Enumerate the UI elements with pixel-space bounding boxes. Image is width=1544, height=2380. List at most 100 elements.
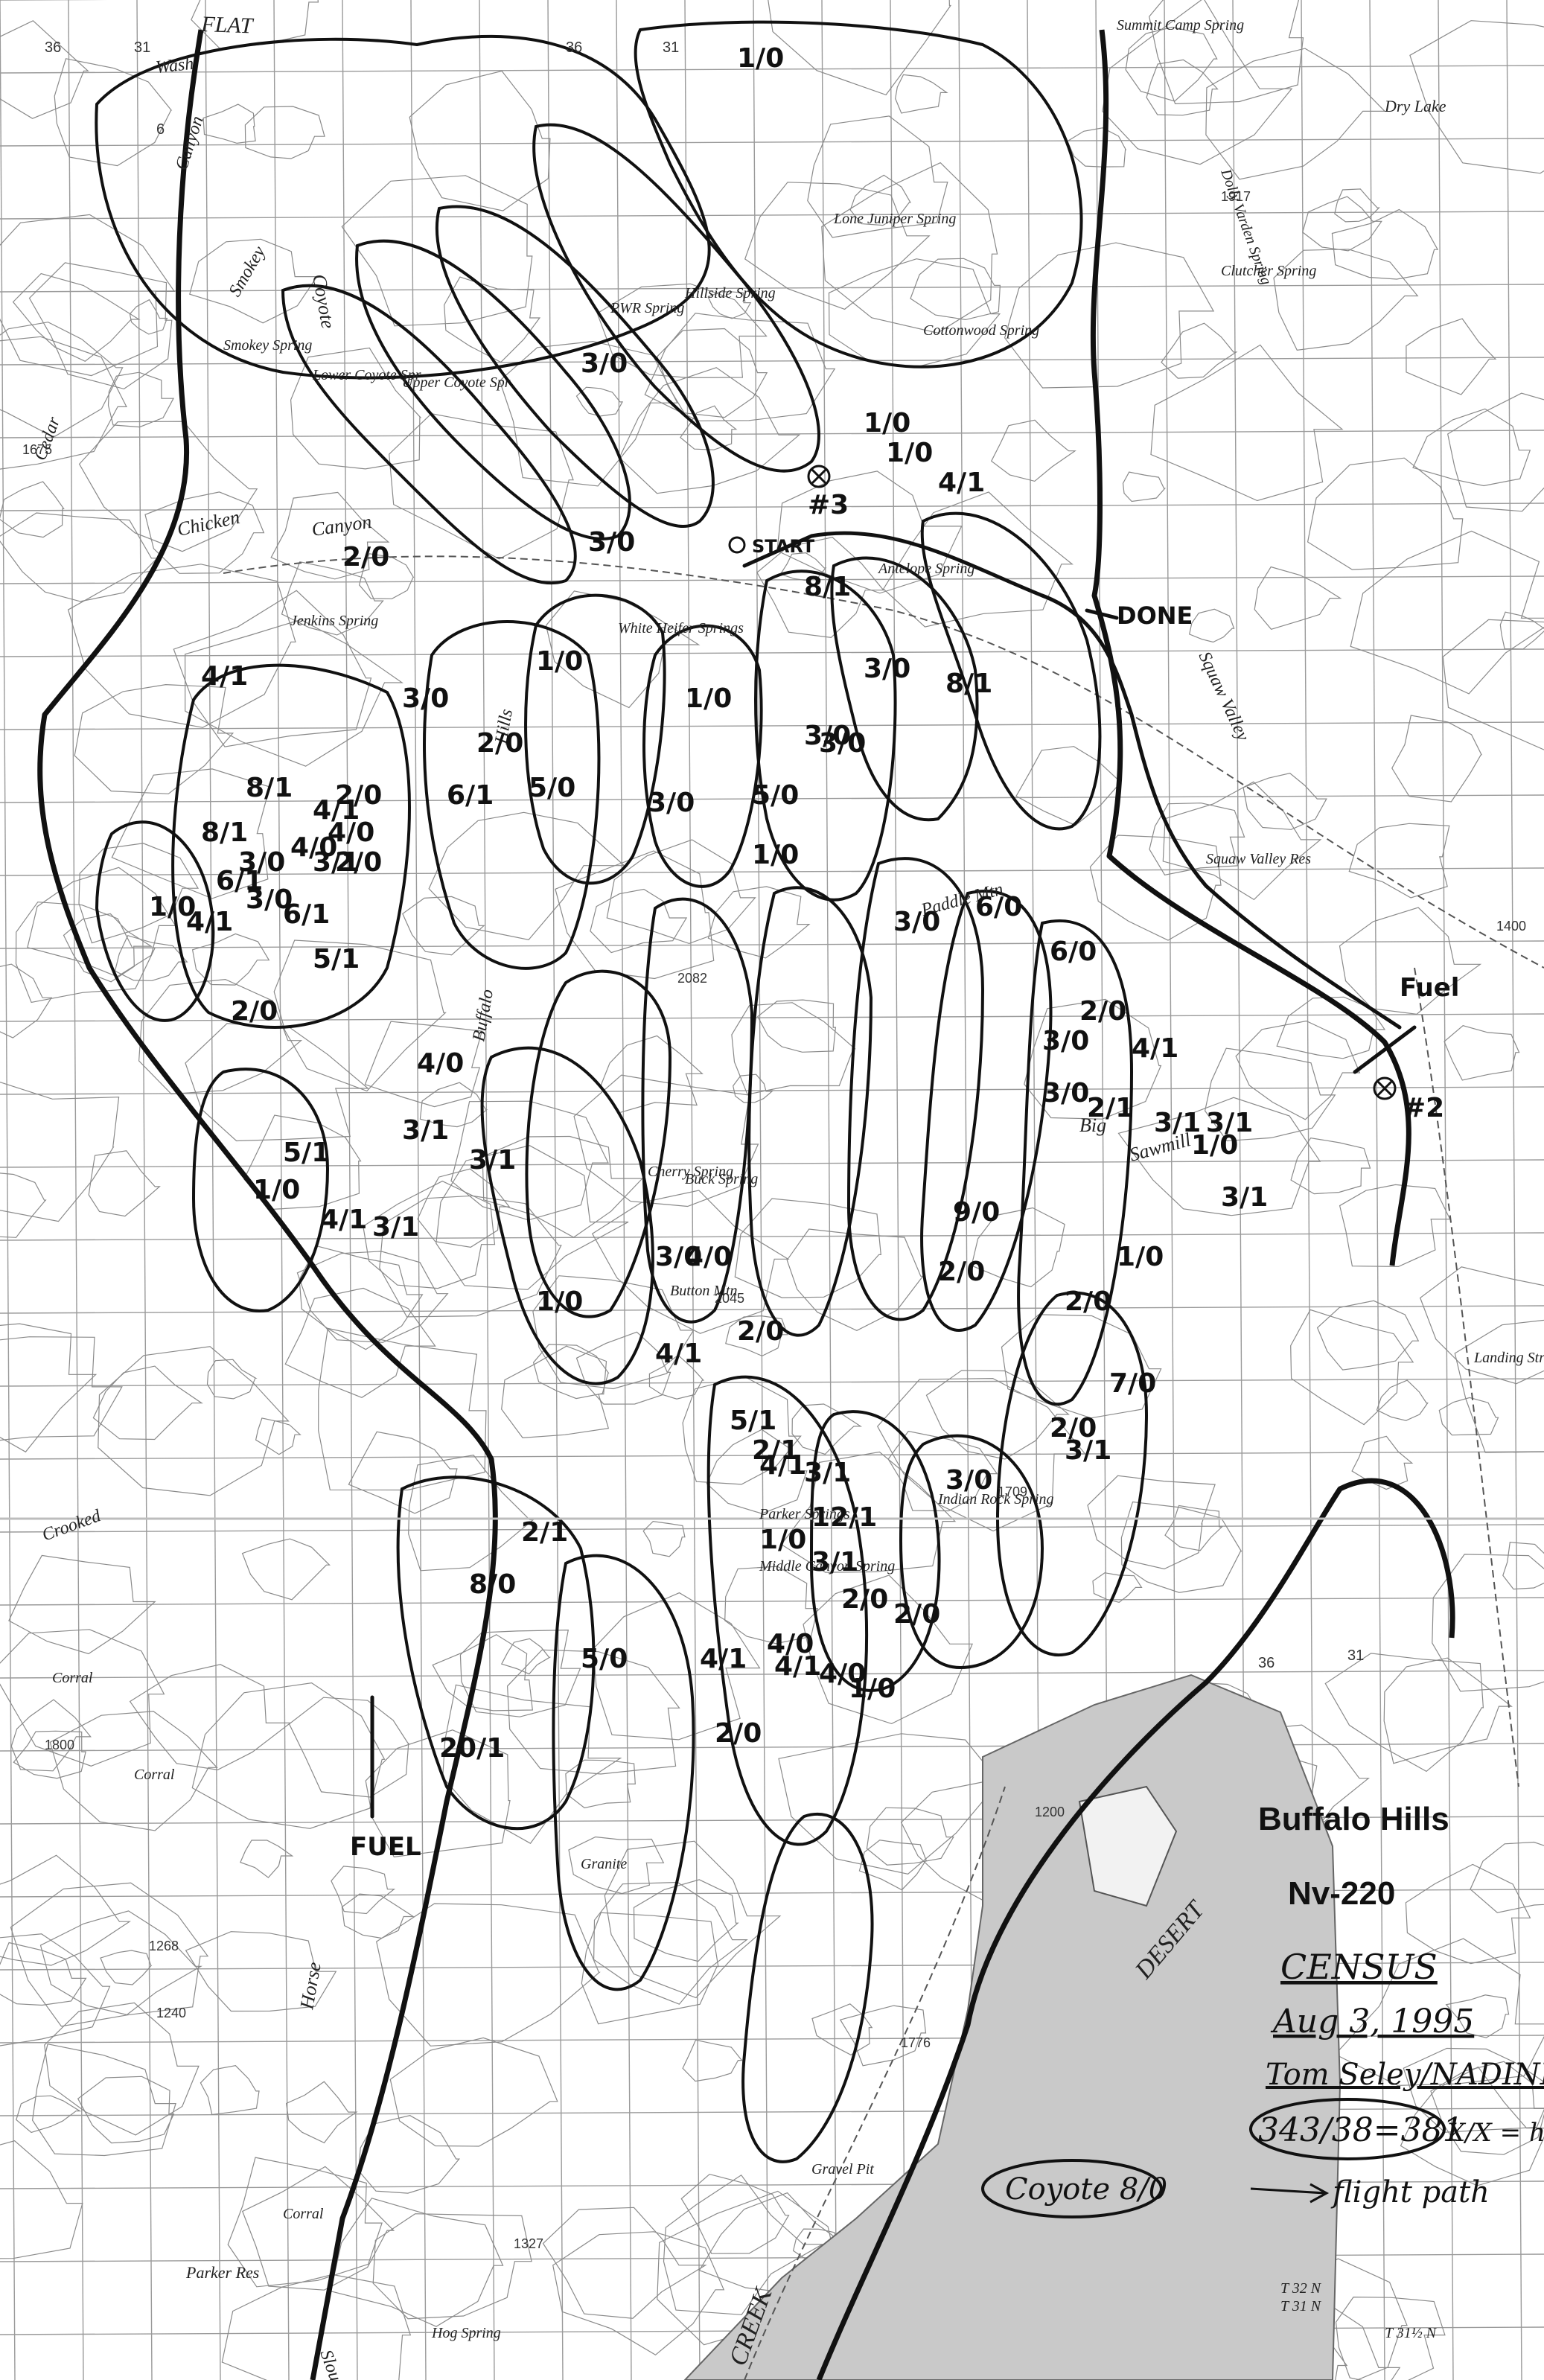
place-label-parker-res: Parker Res xyxy=(185,2263,259,2282)
contour-line xyxy=(0,1854,131,1966)
contour-line xyxy=(858,1840,928,1891)
horse-count-c34: 1/0 xyxy=(149,892,196,922)
contour-line xyxy=(13,1730,86,1779)
contour-line xyxy=(552,2231,725,2356)
contour-line xyxy=(12,272,141,362)
flight-key-arrow-icon xyxy=(1250,2183,1330,2204)
contour-line xyxy=(28,262,173,390)
contour-line xyxy=(1391,715,1482,803)
contour-line xyxy=(1334,188,1380,223)
contour-line xyxy=(1334,1938,1544,2087)
contour-line xyxy=(78,843,200,944)
horse-count-c72: 3/1 xyxy=(804,1458,851,1488)
contour-line xyxy=(330,2198,504,2327)
horse-count-c89: 2/0 xyxy=(715,1718,762,1749)
contour-line xyxy=(296,1251,449,1343)
contour-line xyxy=(0,20,89,119)
contour-line xyxy=(285,2081,358,2144)
contour-line xyxy=(756,537,884,639)
route-to-done xyxy=(1085,608,1119,620)
contour-line xyxy=(1403,2047,1544,2133)
place-label-antelope: Antelope Spring xyxy=(877,561,974,577)
section-number-s7: 31 xyxy=(1347,1647,1364,1664)
horse-count-c43: 3/0 xyxy=(1042,1026,1089,1056)
contour-line xyxy=(1146,59,1219,116)
contour-line xyxy=(0,1629,165,1767)
contour-line xyxy=(895,74,948,114)
horse-count-c52: 4/0 xyxy=(417,1048,464,1079)
place-label-indian-rock: Indian Rock Spring xyxy=(937,1491,1054,1508)
contour-line xyxy=(990,419,1076,482)
contour-line xyxy=(273,939,447,1092)
contour-line xyxy=(1092,1572,1143,1603)
contour-line xyxy=(882,491,1074,628)
horse-count-c20: 5/0 xyxy=(752,780,799,811)
horse-count-c80: 4/0 xyxy=(767,1629,814,1659)
contour-line xyxy=(0,1336,123,1441)
contour-line xyxy=(1276,996,1386,1059)
horse-count-c87: 1/0 xyxy=(849,1674,896,1704)
horse-count-c53: 3/1 xyxy=(469,1145,516,1175)
contour-line xyxy=(16,2095,82,2134)
horse-count-c19: 3/0 xyxy=(648,788,695,818)
contour-line xyxy=(1502,1542,1544,1590)
place-label-clutcher: Clutcher Spring xyxy=(1221,263,1316,279)
fuel-label-east: Fuel xyxy=(1400,973,1459,1003)
contour-line xyxy=(575,1331,671,1405)
grid-line xyxy=(0,867,1544,876)
contour-line xyxy=(288,1697,409,1798)
contour-line xyxy=(734,1198,881,1298)
grid-line xyxy=(821,0,838,2380)
contour-line xyxy=(744,182,931,310)
place-label-button-mtn: Button Mtn xyxy=(670,1283,738,1299)
horse-count-c27: 2/0 xyxy=(335,847,382,878)
horse-count-c61: 2/0 xyxy=(938,1257,985,1287)
road-a xyxy=(223,555,1544,969)
contour-line xyxy=(706,1429,808,1514)
coyote-count: Coyote 8/0 xyxy=(1005,2172,1167,2207)
horse-count-c48: 3/1 xyxy=(1206,1108,1253,1138)
contour-line xyxy=(284,1287,436,1398)
grid-line xyxy=(0,357,1544,366)
contour-line xyxy=(1087,1475,1216,1570)
start-marker-icon xyxy=(728,536,746,554)
contour-line xyxy=(1024,998,1162,1120)
contour-line xyxy=(100,1950,153,1985)
contour-line xyxy=(98,1346,290,1496)
fuel-label-south: FUEL xyxy=(350,1832,421,1862)
grid-line xyxy=(890,0,906,2380)
horse-count-c74: 1/0 xyxy=(759,1525,806,1555)
contour-line xyxy=(357,2115,461,2194)
contour-line xyxy=(1205,48,1386,180)
horse-count-c59: 4/0 xyxy=(685,1242,732,1272)
contour-line xyxy=(807,115,948,238)
contour-line xyxy=(642,1520,686,1557)
grid-line xyxy=(0,1086,1544,1095)
horse-count-c45: 3/0 xyxy=(1042,1078,1089,1108)
horse-count-c46: 2/1 xyxy=(1087,1093,1134,1123)
census-date: Aug 3, 1995 xyxy=(1270,2003,1474,2041)
place-label-lower-coyote: Lower Coyote Spr xyxy=(312,367,421,383)
place-label-cherry-spring: Cherry Spring xyxy=(648,1164,733,1180)
place-label-lone-juniper: Lone Juniper Spring xyxy=(833,211,956,227)
contour-line xyxy=(1438,1397,1499,1436)
elevation-e4: 2082 xyxy=(677,971,707,986)
grid-line xyxy=(68,0,84,2380)
contour-line xyxy=(78,421,258,552)
place-label-white-heifer: White Heifer Springs xyxy=(618,620,744,637)
contour-line xyxy=(138,978,303,1095)
contour-line xyxy=(402,896,485,956)
census-heading: CENSUS xyxy=(1280,1947,1438,1987)
contour-line xyxy=(221,2274,412,2380)
horse-count-c79: 2/0 xyxy=(893,1599,940,1630)
contour-line xyxy=(545,590,701,709)
grid-line xyxy=(1369,0,1385,2380)
place-label-wash: Wash xyxy=(155,54,195,77)
grid-line xyxy=(0,794,1544,803)
contour-line xyxy=(44,2002,200,2136)
contour-line xyxy=(270,491,390,580)
grid-line xyxy=(479,0,495,2380)
contour-line xyxy=(114,934,188,981)
contour-line xyxy=(1443,1025,1520,1081)
horse-count-c88: 20/1 xyxy=(439,1733,505,1764)
